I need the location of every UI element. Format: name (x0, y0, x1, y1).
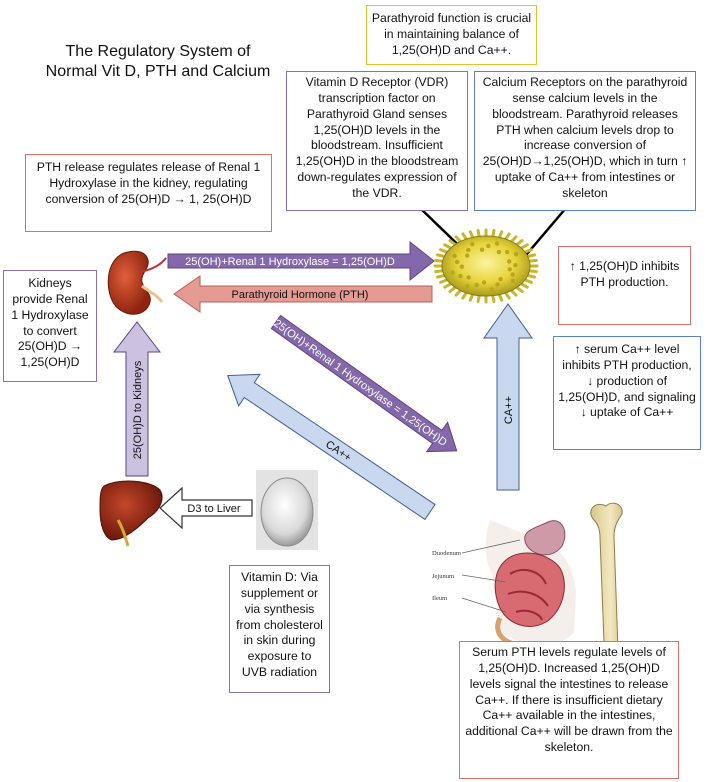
gland-texture-dot (498, 276, 503, 282)
liver-arrow-label: D3 to Liver (187, 503, 241, 515)
vitamin-d-box: Vitamin D: Via supplement or via synthes… (229, 565, 330, 693)
jejunum-label: Jejunum (432, 573, 454, 580)
gland-texture-dot (454, 259, 460, 265)
kidney-icon (107, 250, 167, 315)
gland-texture-dot (489, 287, 494, 292)
gland-texture-dot (450, 270, 455, 275)
intestines-icon: Duodenum Jejunum Ileum (432, 520, 576, 647)
ca-to-kidney-arrow: CA++ (227, 373, 436, 521)
gland-texture-dot (452, 253, 457, 259)
hydroxylase-to-parathyroid-arrow: 25(OH)+Renal 1 Hydroxylase = 1,25(OH)D (167, 240, 435, 282)
gland-texture-dot (513, 262, 518, 268)
d3-to-liver-arrow: D3 to Liver (159, 486, 253, 530)
vdr-box: Vitamin D Receptor (VDR) transcription f… (286, 71, 468, 211)
pth-release-box: PTH release regulates release of Renal 1… (25, 154, 272, 232)
duodenum-label: Duodenum (432, 550, 461, 557)
pth-arrow-label: Parathyroid Hormone (PTH) (232, 289, 369, 301)
gland-texture-dot (466, 275, 471, 280)
gland-texture-dot (505, 249, 510, 255)
gland-texture-dot (507, 259, 512, 264)
gland-texture-dot (465, 283, 470, 289)
gland-texture-dot (474, 282, 479, 288)
gland-texture-dot (481, 280, 487, 285)
gland-texture-dot (465, 253, 470, 258)
calcium-receptors-box: Calcium Receptors on the parathyroid sen… (474, 71, 696, 211)
hydroxylase-to-intestines-arrow: 25(OH)+Renal 1 Hydroxylase = 1,25(OH)D (270, 314, 458, 453)
gland-texture-dot (470, 242, 475, 247)
serum-pth-box: Serum PTH levels regulate levels of 1,25… (459, 641, 679, 779)
ca-up-label: CA++ (503, 396, 515, 424)
gland-texture-dot (459, 264, 465, 269)
gland-texture-dot (510, 278, 516, 284)
vitamin-d-capsule-icon (256, 470, 318, 550)
gland-texture-dot (510, 272, 515, 277)
gland-texture-dot (507, 267, 512, 272)
kidneys-up-label: 25(OH)D to Kidneys (132, 360, 144, 459)
inhibits-pth-box: ↑ 1,25(OH)D inhibits PTH production. (558, 246, 691, 325)
parathyroid-function-box: Parathyroid function is crucial in maint… (366, 5, 537, 65)
gland-texture-dot (494, 241, 500, 246)
kidneys-box: Kidneys provide Renal 1 Hydroxylase to c… (3, 270, 97, 382)
ileum-label: Ileum (432, 595, 447, 602)
pth-arrow: Parathyroid Hormone (PTH) (173, 275, 433, 313)
gland-texture-dot (458, 273, 463, 279)
liver-to-kidney-arrow: 25(OH)D to Kidneys (112, 321, 162, 477)
serum-ca-box: ↑ serum Ca++ level inhibits PTH producti… (553, 336, 701, 450)
ca-to-parathyroid-arrow: CA++ (483, 303, 533, 491)
diagram-title: The Regulatory System of Normal Vit D, P… (45, 43, 271, 80)
liver-icon (99, 480, 163, 547)
top-arrow-label: 25(OH)+Renal 1 Hydroxylase = 1,25(OH)D (185, 256, 395, 268)
gland-texture-dot (486, 243, 491, 249)
gland-texture-dot (513, 251, 519, 257)
gland-texture-dot (479, 247, 485, 252)
parathyroid-gland-icon (433, 228, 539, 304)
gland-texture-dot (496, 249, 502, 255)
gland-texture-dot (466, 247, 471, 253)
gland-texture-dot (495, 282, 500, 287)
